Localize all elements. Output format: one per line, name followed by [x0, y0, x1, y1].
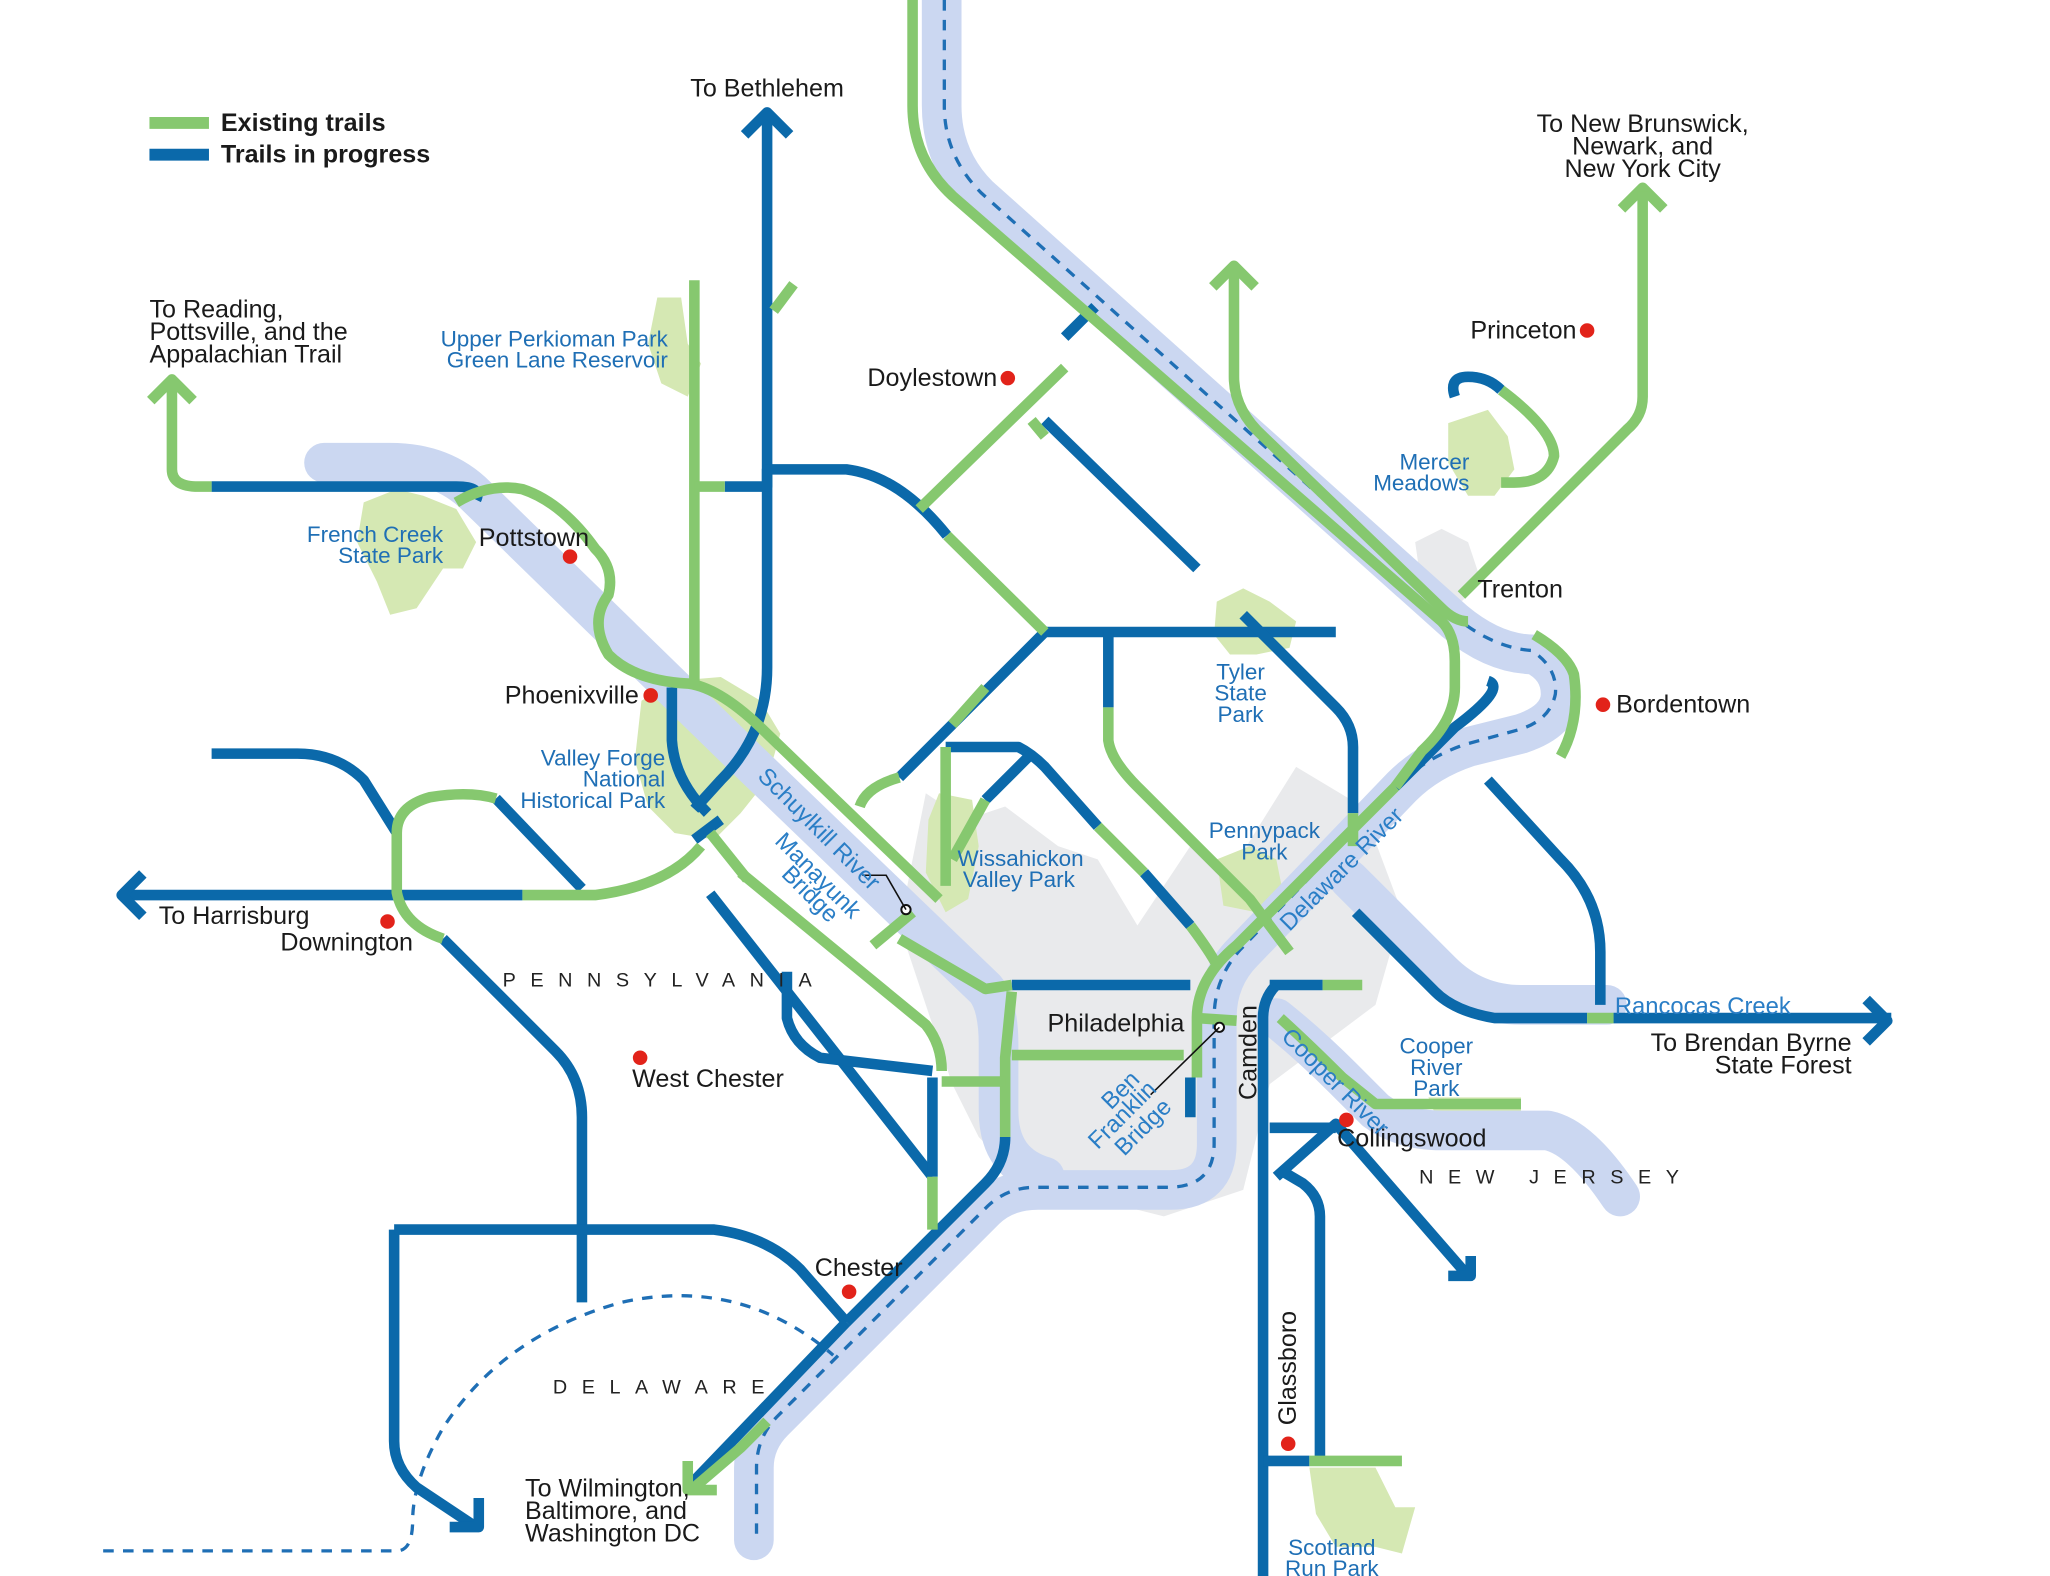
park-tyler-line-1: Tyler [1216, 660, 1265, 685]
collingswood-marker [1339, 1112, 1354, 1128]
town-princeton: Princeton [1470, 316, 1576, 344]
park-cooper-river-line-3: Park [1413, 1076, 1460, 1101]
destination-harrisburg: To Harrisburg [159, 902, 310, 930]
french-creek-park-area [357, 489, 477, 615]
pennypack-park-area [1216, 846, 1283, 913]
town-bordentown: Bordentown [1616, 691, 1750, 719]
destination-reading-line-2: Pottsville, and the [149, 318, 347, 346]
park-pennypack-line-1: Pennypack [1209, 818, 1321, 843]
rancocas-creek [1329, 859, 1627, 1025]
manayunk-leader-line [862, 874, 907, 911]
mercer-meadows-park-area [1448, 409, 1515, 496]
park-valley-forge-line-1: Valley Forge [541, 746, 665, 771]
doylestown-marker [1000, 370, 1016, 386]
delaware-river [734, 0, 1581, 1561]
existing-trails [166, 0, 1648, 1492]
state-labels: PENNSYLVANIA NEW JERSEY DELAWARE [503, 969, 1693, 1399]
bordentown-marker [1595, 697, 1611, 712]
park-upper-perkiomen-line-2: Green Lane Reservoir [447, 348, 669, 373]
destination-reading-line-1: To Reading, [149, 295, 283, 323]
town-camden: Camden [1234, 1005, 1262, 1100]
upper-perkiomen-park-area [648, 297, 701, 397]
town-west-chester: West Chester [632, 1065, 784, 1093]
destination-new-york-line-3: New York City [1564, 155, 1721, 183]
park-cooper-river-line-2: River [1410, 1055, 1463, 1080]
ben-franklin-leader-line [1150, 1026, 1220, 1096]
state-pennsylvania: PENNSYLVANIA [503, 969, 827, 991]
direction-arrows [116, 107, 1893, 1533]
park-pennypack-line-2: Park [1241, 839, 1288, 864]
park-cooper-river-line-1: Cooper [1399, 1034, 1473, 1059]
west-chester-marker [632, 1050, 648, 1065]
delaware-state-border [103, 1294, 835, 1553]
park-labels: Upper Perkioman Park Green Lane Reservoi… [307, 326, 1474, 1576]
town-downington: Downington [280, 929, 413, 957]
park-scotland-run-line-2: Run Park [1285, 1556, 1379, 1576]
town-doylestown: Doylestown [867, 364, 997, 392]
scotland-run-park-area [1309, 1467, 1416, 1554]
pottstown-marker [562, 549, 578, 564]
town-philadelphia: Philadelphia [1047, 1009, 1184, 1037]
park-tyler-line-2: State [1214, 681, 1266, 706]
town-chester: Chester [815, 1254, 903, 1282]
destination-brendan-byrne-line-2: State Forest [1715, 1052, 1852, 1080]
destination-wilmington-line-3: Washington DC [525, 1520, 700, 1548]
destination-wilmington-line-1: To Wilmington, [525, 1475, 690, 1503]
park-french-creek-line-2: State Park [338, 543, 444, 568]
destination-new-york-line-1: To New Brunswick, [1537, 110, 1749, 138]
rancocas-creek-label: Rancocas Creek [1615, 993, 1791, 1020]
park-mercer-meadows-line-2: Meadows [1373, 471, 1469, 496]
park-valley-forge-line-2: National [583, 767, 665, 792]
town-glassboro: Glassboro [1274, 1311, 1302, 1425]
trails-in-progress [126, 118, 1892, 1576]
park-mercer-meadows-line-1: Mercer [1399, 449, 1469, 474]
destination-labels: To Bethlehem To Reading, Pottsville, and… [149, 75, 1851, 1548]
park-tyler-line-3: Park [1217, 702, 1264, 727]
park-valley-forge-line-3: Historical Park [520, 788, 666, 813]
town-labels: Doylestown Princeton Pottstown Phoenixvi… [280, 316, 1750, 1425]
rivers [304, 0, 1640, 1561]
park-scotland-run-line-1: Scotland [1288, 1535, 1375, 1560]
legend-existing-label: Existing trails [221, 109, 386, 137]
destination-brendan-byrne-line-1: To Brendan Byrne [1651, 1029, 1852, 1057]
town-trenton: Trenton [1477, 576, 1563, 604]
park-wissahickon-line-2: Valley Park [963, 867, 1076, 892]
destination-new-york-line-2: Newark, and [1572, 133, 1713, 161]
town-pottstown: Pottstown [479, 524, 589, 552]
state-new-jersey: NEW JERSEY [1419, 1166, 1693, 1188]
town-collingswood: Collingswood [1337, 1124, 1486, 1152]
phoenixville-marker [643, 688, 658, 703]
park-french-creek-line-1: French Creek [307, 522, 444, 547]
state-delaware: DELAWARE [553, 1377, 779, 1399]
destination-reading-line-3: Appalachian Trail [149, 340, 342, 368]
legend-progress-label: Trails in progress [221, 141, 430, 169]
map-legend: Existing trails Trails in progress [149, 109, 430, 169]
destination-bethlehem: To Bethlehem [690, 75, 844, 103]
town-markers [380, 323, 1611, 1452]
glassboro-marker [1280, 1436, 1296, 1452]
park-upper-perkiomen-line-1: Upper Perkioman Park [441, 326, 669, 351]
town-phoenixville: Phoenixville [505, 681, 639, 709]
downington-marker [380, 914, 395, 929]
chester-marker [841, 1284, 857, 1300]
princeton-marker [1579, 323, 1595, 338]
destination-wilmington-line-2: Baltimore, and [525, 1497, 687, 1525]
park-wissahickon-line-1: Wissahickon [958, 846, 1084, 871]
